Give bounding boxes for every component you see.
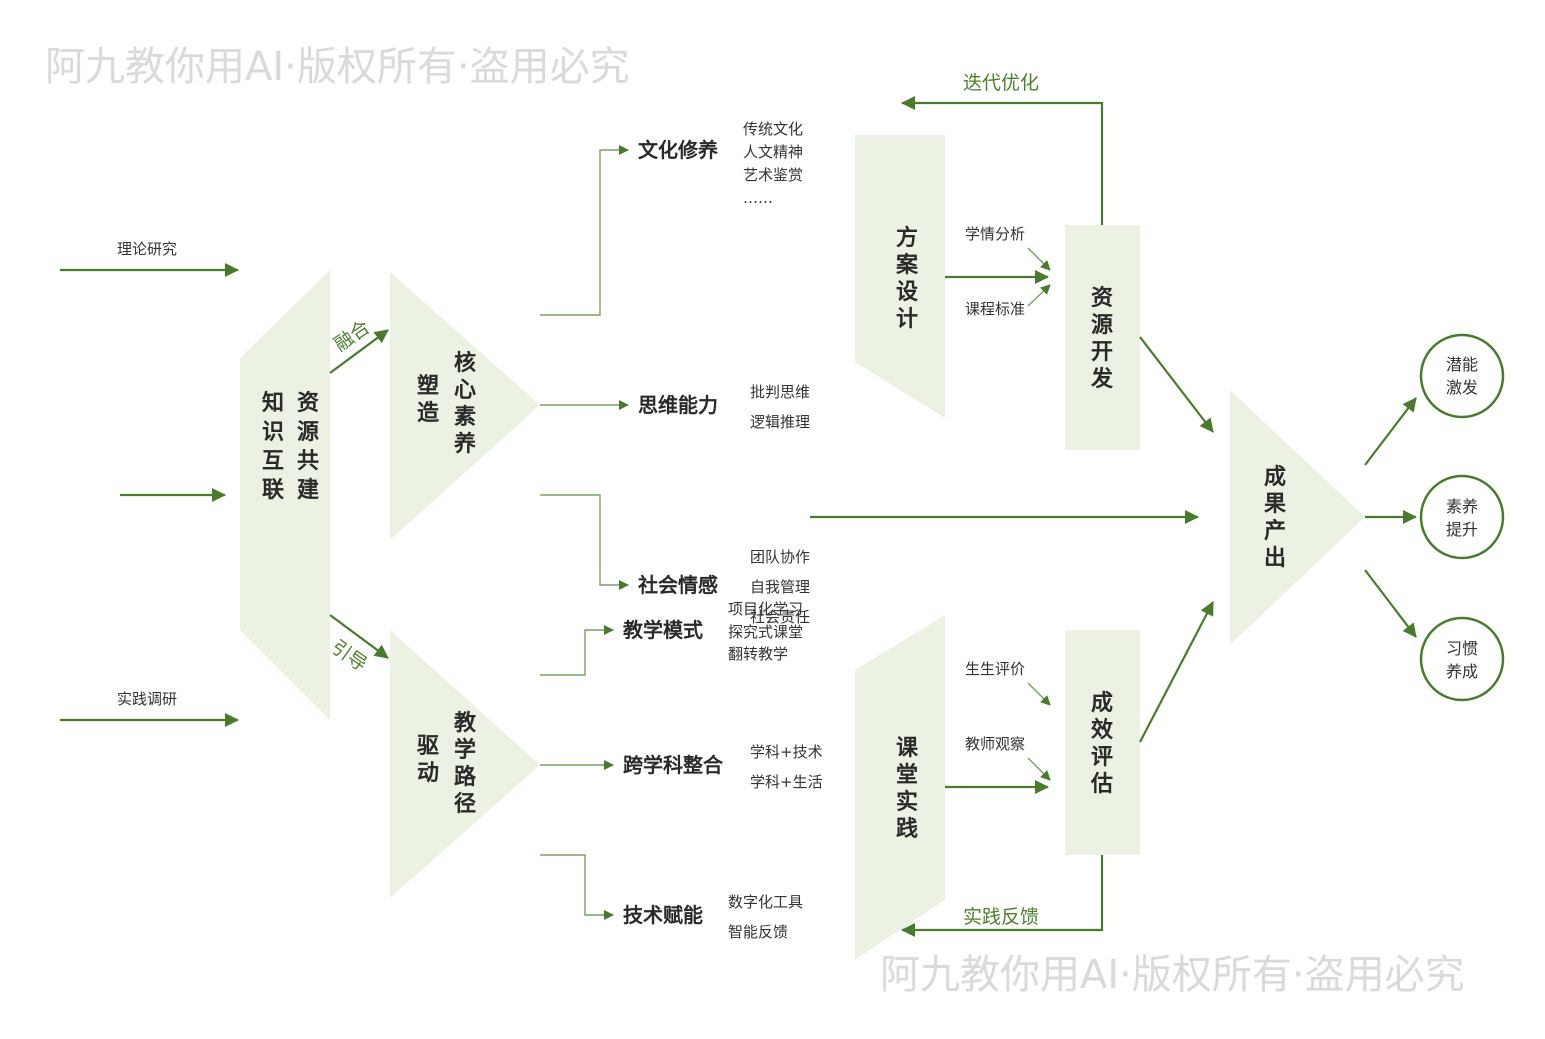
small-label-peer-eval: 生生评价 <box>965 660 1025 678</box>
stage-resource-shape <box>1065 225 1140 450</box>
branch-title-thinking: 思维能力 <box>638 393 718 417</box>
connector-fuse-arrow <box>329 329 389 374</box>
branch-item: 探究式课堂 <box>728 623 803 641</box>
output-triangle-shape <box>1230 390 1365 645</box>
branch-line-mode <box>540 625 614 676</box>
triangle-core-shape <box>390 272 540 540</box>
branch-item: 学科+生活 <box>750 773 823 791</box>
input-label-practice: 实践调研 <box>117 690 177 708</box>
arrow-learning-analysis <box>1027 247 1051 271</box>
hexagon-shape <box>240 270 330 720</box>
branch-item: 艺术鉴赏 <box>743 166 803 184</box>
arrow-output-potential <box>1364 397 1417 466</box>
connector-guide-label: 引导 <box>327 636 371 676</box>
outcome-potential-line1: 潜能 <box>1446 355 1478 374</box>
feedback-iterate-arrow <box>901 96 1104 225</box>
small-label-teacher-obs: 教师观察 <box>965 735 1025 753</box>
stage-plan-shape <box>855 135 945 418</box>
triangle-path-shape <box>390 630 540 898</box>
outcome-circle-habit <box>1419 616 1505 702</box>
triangle-core-sub: 塑造 <box>417 374 439 426</box>
branch-item: 数字化工具 <box>728 893 803 911</box>
watermark-bottom: 阿九教你用AI·版权所有·盗用必究 <box>880 952 1465 998</box>
small-label-learning-analysis: 学情分析 <box>965 225 1025 243</box>
arrow-curriculum-standard <box>1027 284 1051 307</box>
branch-item: 社会责任 <box>750 608 810 626</box>
connector-guide-arrow <box>329 614 389 659</box>
branch-item: 逻辑推理 <box>750 413 810 431</box>
hexagon-col-left: 知识互联 <box>262 390 284 503</box>
outcome-circle-potential <box>1419 333 1505 419</box>
stage-effect-shape <box>1065 630 1140 855</box>
branch-item: …… <box>743 189 773 207</box>
stage-resource-label: 资源开发 <box>1090 286 1114 392</box>
connector-fuse-label: 融合 <box>330 316 374 356</box>
arrow-resource-to-output <box>1139 336 1214 433</box>
branch-item: 翻转教学 <box>728 645 788 663</box>
feedback-practice-label: 实践反馈 <box>963 906 1039 928</box>
branch-item: 团队协作 <box>750 548 810 566</box>
branch-item: 学科+技术 <box>750 743 823 761</box>
branch-title-culture: 文化修养 <box>638 138 718 162</box>
stage-plan-label: 方案设计 <box>895 225 919 332</box>
arrow-effect-to-output <box>1139 601 1214 743</box>
hexagon-col-right: 资源共建 <box>297 391 319 503</box>
stage-classroom-label: 课堂实践 <box>896 736 919 842</box>
output-label: 成果产出 <box>1264 465 1286 571</box>
triangle-core-main: 核心素养 <box>453 350 476 457</box>
branch-item: 传统文化 <box>743 120 803 138</box>
outcome-habit-line2: 养成 <box>1446 662 1478 681</box>
feedback-practice-arrow <box>901 855 1104 937</box>
branch-item: 智能反馈 <box>728 923 788 941</box>
branch-item: 自我管理 <box>750 578 810 596</box>
outcome-literacy-line2: 提升 <box>1446 520 1478 539</box>
stage-classroom-shape <box>855 615 945 960</box>
branch-line-culture <box>540 145 629 316</box>
arrow-output-habit <box>1364 569 1417 638</box>
small-label-curriculum-standard: 课程标准 <box>965 300 1025 318</box>
branch-title-tech: 技术赋能 <box>623 903 703 927</box>
watermark-top: 阿九教你用AI·版权所有·盗用必究 <box>45 44 630 90</box>
triangle-path-main: 教学路径 <box>454 710 477 817</box>
branch-line-tech <box>540 854 614 920</box>
outcome-literacy-line1: 素养 <box>1446 497 1478 516</box>
branch-title-cross: 跨学科整合 <box>623 753 724 777</box>
outcome-habit-line1: 习惯 <box>1446 639 1478 658</box>
branch-item: 项目化学习 <box>728 600 803 618</box>
triangle-path-sub: 驱动 <box>417 734 439 786</box>
branch-line-social <box>540 494 629 590</box>
branch-item: 批判思维 <box>750 383 810 401</box>
arrow-peer-eval <box>1027 682 1051 706</box>
outcome-potential-line2: 激发 <box>1446 378 1478 397</box>
feedback-iterate-label: 迭代优化 <box>963 72 1039 94</box>
branch-item: 人文精神 <box>743 143 803 161</box>
arrow-teacher-obs <box>1027 757 1051 781</box>
outcome-circle-literacy <box>1419 474 1505 560</box>
branch-title-mode: 教学模式 <box>623 618 703 642</box>
branch-title-social: 社会情感 <box>637 573 718 597</box>
input-label-theory: 理论研究 <box>117 240 177 258</box>
stage-effect-label: 成效评估 <box>1090 691 1113 797</box>
